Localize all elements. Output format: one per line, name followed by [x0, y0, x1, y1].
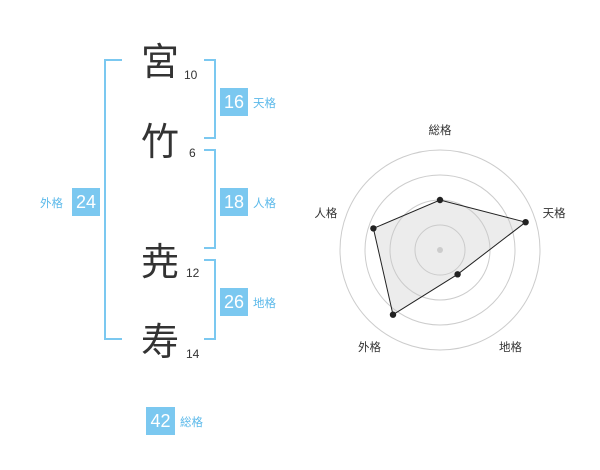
soukaku-value: 42 [146, 407, 175, 435]
soukaku-label: 総格 [180, 415, 203, 429]
jinkaku-label: 人格 [253, 196, 276, 210]
jinkaku-value: 18 [220, 188, 248, 216]
name-char-2: 竹 [140, 120, 179, 164]
name-char-3: 尭 [140, 240, 179, 284]
gaikaku-label: 外格 [40, 196, 63, 210]
radar-label-0: 総格 [429, 123, 452, 137]
tenkaku-value: 16 [220, 88, 248, 116]
radar-point-1 [522, 219, 529, 226]
radar-label-2: 地格 [499, 340, 522, 354]
gaikaku-bracket [104, 59, 122, 340]
radar-label-1: 天格 [543, 206, 566, 220]
radar-point-3 [389, 311, 397, 318]
radar-ring-4 [339, 149, 541, 351]
radar-label-4: 人格 [314, 206, 337, 220]
chikaku-bracket [204, 259, 216, 340]
radar-label-3: 外格 [358, 340, 381, 354]
stroke-count-4: 14 [186, 347, 200, 361]
radar-series [370, 196, 529, 318]
stroke-count-1: 10 [184, 68, 198, 82]
radar-point-2 [454, 271, 461, 278]
radar-point-0 [436, 196, 444, 204]
jinkaku-bracket [204, 149, 216, 249]
radar-area [372, 199, 527, 316]
stroke-count-3: 12 [186, 266, 200, 280]
tenkaku-bracket [204, 59, 216, 139]
radar-ring-1 [414, 224, 466, 276]
radar-center-dot [437, 247, 443, 253]
chikaku-value: 26 [220, 288, 248, 316]
tenkaku-label: 天格 [253, 96, 276, 110]
radar-point-4 [370, 225, 377, 232]
radar-ring-3 [364, 174, 516, 326]
stroke-count-2: 6 [189, 146, 196, 160]
chikaku-label: 地格 [253, 296, 276, 310]
name-char-4: 寿 [140, 320, 179, 364]
gaikaku-value: 24 [72, 188, 100, 216]
name-char-1: 宮 [140, 40, 179, 84]
